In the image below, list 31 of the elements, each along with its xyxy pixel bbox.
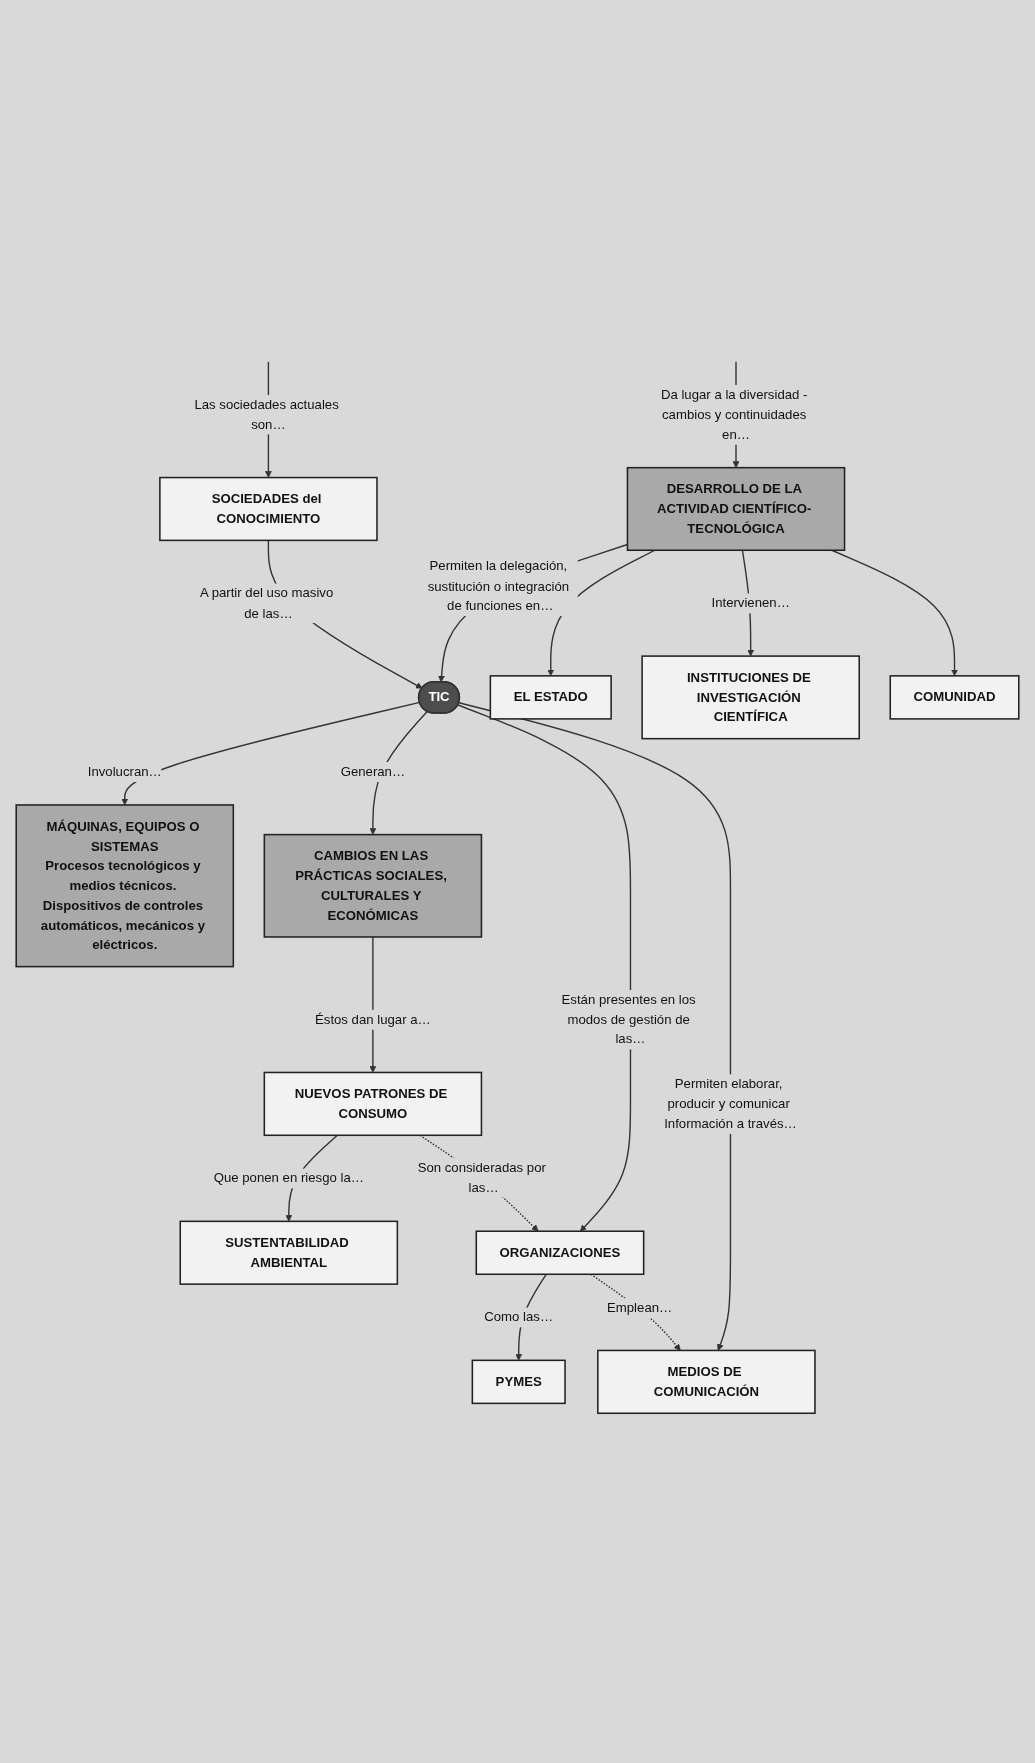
node-box: MÁQUINAS, EQUIPOS O SISTEMAS Procesos tecnológicos y medios técnicos. Dispositivos de controles automáticos, mecánicos y eléctricos. — [15, 803, 235, 968]
node-box: INSTITUCIONES DE INVESTIGACIÓN CIENTÍFICA — [641, 655, 860, 740]
node-box: CAMBIOS EN LAS PRÁCTICAS SOCIALES, CULTURALES Y ECONÓMICAS — [263, 833, 483, 938]
arrow — [121, 701, 421, 806]
edge-label: Son consideradas por las… — [417, 1160, 546, 1195]
node-box: COMUNIDAD — [889, 674, 1020, 720]
node-box: EL ESTADO — [489, 674, 612, 720]
arrow — [590, 1273, 681, 1351]
edge-label: A partir del uso masivo de las… — [199, 585, 334, 620]
arrow — [458, 701, 732, 1351]
edge-label: Involucran… — [87, 764, 162, 779]
edge-label: Emplean… — [607, 1300, 673, 1315]
node-box: NUEVOS PATRONES DE CONSUMO — [263, 1071, 483, 1136]
arrow — [457, 704, 632, 1232]
edge-label: Que ponen en riesgo la… — [213, 1170, 364, 1186]
edge-label: Como las… — [484, 1309, 554, 1325]
edge-label: Las sociedades actuales son… — [194, 397, 339, 432]
node-box: ORGANIZACIONES — [475, 1230, 645, 1275]
node-box: PYMES — [471, 1359, 566, 1404]
edge-label: Permiten elaborar, producir y comunicar Información a través… — [664, 1076, 797, 1131]
edge-label: Generan… — [340, 764, 406, 779]
node-box: DESARROLLO DE LA ACTIVIDAD CIENTÍFICO- TECNOLÓGICA — [626, 466, 846, 551]
edge-label: Éstos dan lugar a… — [315, 1011, 431, 1027]
edge-label: Permiten la delegación, sustitución o integración de funciones en… — [427, 558, 570, 613]
edge-label: Están presentes en los modos de gestión de las… — [561, 991, 696, 1047]
edge-label: Da lugar a la diversidad - cambios y continuidades en… — [660, 387, 808, 442]
node-box: SOCIEDADES del CONOCIMIENTO — [159, 476, 378, 541]
node-box: MEDIOS DE COMUNICACIÓN — [597, 1349, 816, 1414]
arrow — [831, 549, 958, 676]
node-box: SUSTENTABILIDAD AMBIENTAL — [179, 1220, 399, 1285]
edge-label: Intervienen… — [711, 595, 790, 611]
